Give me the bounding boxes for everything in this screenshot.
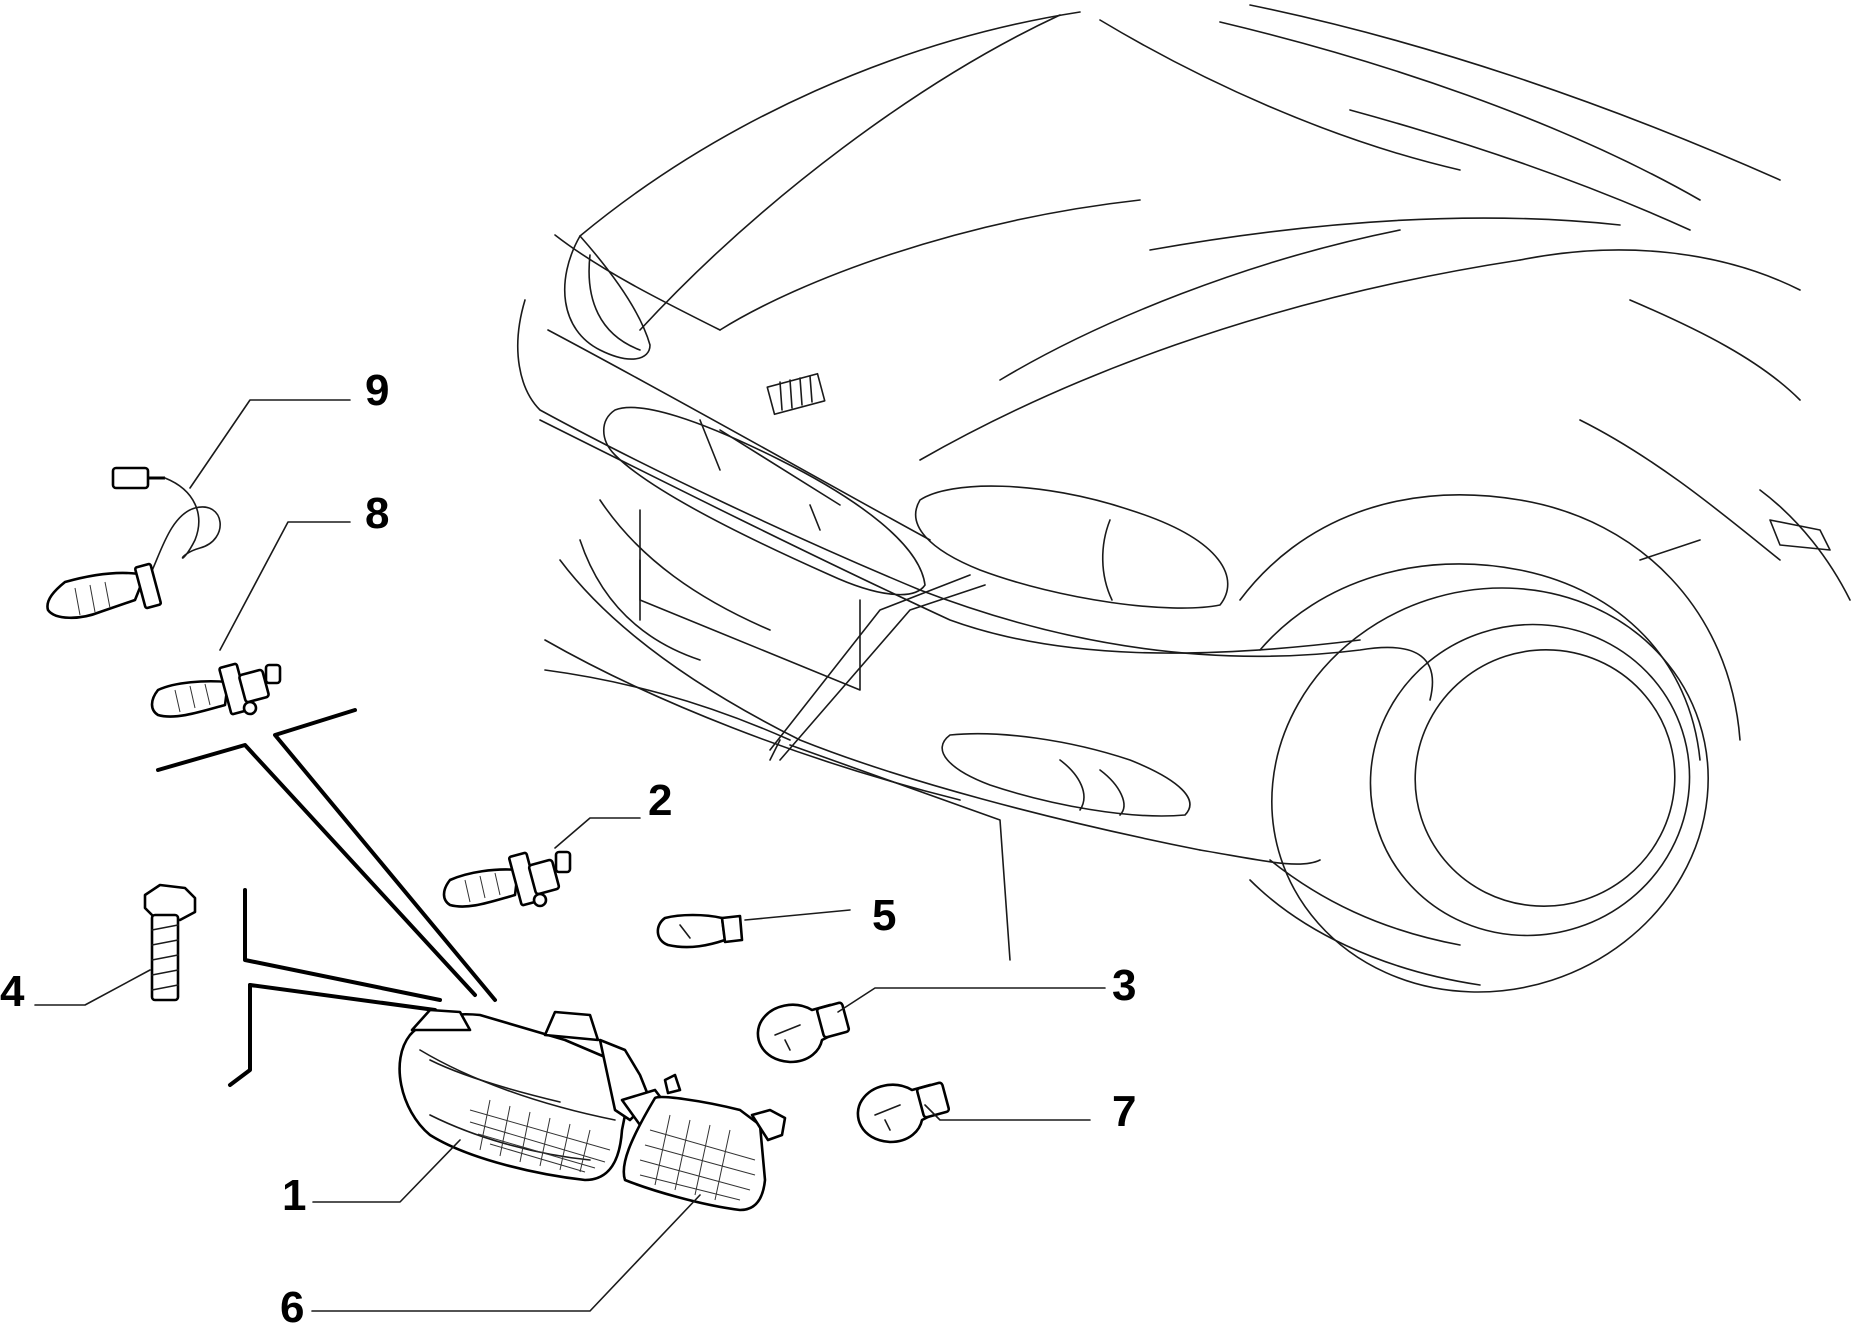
headlamp-unit-icon	[398, 1008, 672, 1182]
wheel-icon	[1271, 587, 1709, 993]
callout-6: 6	[280, 1283, 304, 1326]
callout-3: 3	[1112, 961, 1136, 1010]
callout-1: 1	[282, 1171, 306, 1220]
car-front-outline	[516, 4, 1851, 993]
fixing-screw-icon	[143, 883, 197, 1002]
bulb-h1-icon	[442, 850, 572, 908]
bulb-p21w-icon	[856, 1081, 951, 1144]
badge-icon	[766, 372, 826, 416]
leader-lines-car	[544, 574, 1011, 961]
callout-4: 4	[0, 967, 25, 1016]
callout-leaders	[34, 399, 1106, 1312]
callout-2: 2	[648, 776, 672, 825]
callout-7: 7	[1112, 1087, 1136, 1136]
bulb-p21w-direction-indicator-icon	[756, 1001, 851, 1064]
bracket-lines	[156, 708, 497, 1087]
bulb-h1-main-beam-icon	[150, 662, 282, 718]
callout-labels: 9 8 2 5 3 7 4 1 6	[0, 366, 1136, 1326]
bulb-w5w-sidelight-icon	[656, 913, 744, 949]
callout-8: 8	[365, 489, 389, 538]
direction-indicator-lamp-icon	[622, 1073, 787, 1212]
callout-5: 5	[872, 891, 896, 940]
bulb-with-wiring-icon	[46, 466, 221, 620]
callout-9: 9	[365, 366, 389, 415]
